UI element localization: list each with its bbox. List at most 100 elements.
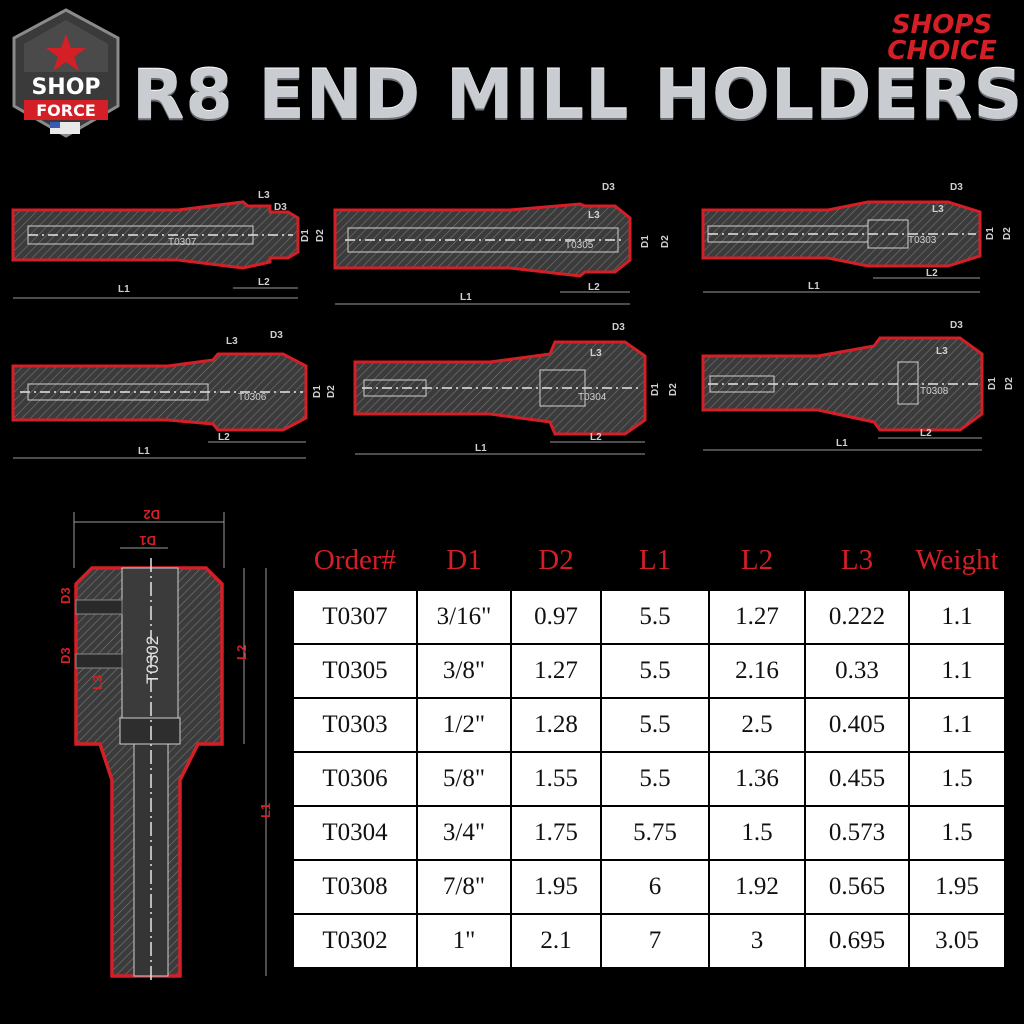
dim-d1: D1: [640, 235, 651, 248]
table-row: T0305 3/8" 1.27 5.5 2.16 0.33 1.1: [292, 643, 1006, 699]
cell-d2: 1.28: [510, 697, 602, 753]
cell-l3: 0.405: [804, 697, 910, 753]
cell-weight: 1.1: [908, 588, 1006, 645]
dim-d3: D3: [602, 182, 615, 193]
dim-l3: L3: [588, 210, 600, 221]
star-icon: [46, 34, 86, 71]
dim-l1: L1: [460, 292, 472, 303]
cell-l1: 5.5: [600, 697, 710, 753]
cell-l1: 6: [600, 859, 710, 915]
cell-l1: 5.5: [600, 751, 710, 807]
dim-l3: L3: [590, 348, 602, 359]
table-row: T0308 7/8" 1.95 6 1.92 0.565 1.95: [292, 859, 1006, 915]
logo-text-force: FORCE: [36, 101, 96, 120]
dim-d2: D2: [668, 383, 679, 396]
dim-d3: D3: [270, 330, 283, 341]
cell-weight: 1.1: [908, 643, 1006, 699]
cell-l2: 1.5: [708, 805, 806, 861]
holder-label: T0302: [143, 636, 162, 684]
table-row: T0306 5/8" 1.55 5.5 1.36 0.455 1.5: [292, 751, 1006, 807]
cell-order: T0302: [292, 913, 418, 969]
cell-order: T0305: [292, 643, 418, 699]
cell-l2: 2.5: [708, 697, 806, 753]
dim-d3-lower: D3: [58, 647, 73, 664]
cell-weight: 1.5: [908, 751, 1006, 807]
table-row: T0307 3/16" 0.97 5.5 1.27 0.222 1.1: [292, 588, 1006, 645]
table-header-row: Order# D1 D2 L1 L2 L3 Weight: [293, 532, 1005, 590]
cell-d2: 1.95: [510, 859, 602, 915]
dim-l1: L1: [118, 284, 130, 295]
shops-choice-line2: CHOICE: [887, 36, 997, 66]
cell-weight: 1.5: [908, 805, 1006, 861]
dim-l2: L2: [926, 268, 938, 279]
dim-d3-upper: D3: [58, 587, 73, 604]
dim-d2: D2: [1004, 377, 1015, 390]
cell-weight: 1.95: [908, 859, 1006, 915]
shops-choice-line1: SHOPS: [891, 10, 993, 40]
dim-d2: D2: [315, 229, 326, 242]
cell-order: T0307: [292, 588, 418, 645]
dim-d2: D2: [326, 385, 337, 398]
col-header-order: Order#: [293, 532, 417, 590]
dim-l2: L2: [588, 282, 600, 293]
cell-l3: 0.695: [804, 913, 910, 969]
cell-l3: 0.33: [804, 643, 910, 699]
holder-label: T0306: [238, 392, 267, 403]
dim-l3: L3: [932, 204, 944, 215]
col-header-d1: D1: [417, 532, 511, 590]
holder-diagram-t0302: D2 D1 T0302 D3 D3 L3 L2 L1: [40, 508, 280, 988]
col-header-l2: L2: [709, 532, 805, 590]
holder-label: T0304: [578, 392, 607, 403]
dim-l1: L1: [836, 438, 848, 449]
dim-d1: D1: [139, 533, 156, 548]
cell-l2: 1.27: [708, 588, 806, 645]
dim-d1: D1: [987, 377, 998, 390]
col-header-weight: Weight: [909, 532, 1005, 590]
dim-d3: D3: [950, 182, 963, 193]
cell-l1: 7: [600, 913, 710, 969]
cell-d2: 1.27: [510, 643, 602, 699]
table-row: T0302 1" 2.1 7 3 0.695 3.05: [292, 913, 1006, 969]
dim-l3: L3: [226, 336, 238, 347]
dim-l1: L1: [475, 443, 487, 454]
cell-d2: 1.55: [510, 751, 602, 807]
holder-diagram-t0305: T0305 L1 L2 L3 D3 D1 D2: [330, 180, 680, 310]
page-title: R8 END MILL HOLDERS: [132, 56, 1024, 135]
holder-diagram-t0308: T0308 L1 L2 L3 D3 D1 D2: [698, 318, 1018, 454]
dim-d3: D3: [612, 322, 625, 333]
cell-l1: 5.5: [600, 643, 710, 699]
cell-d2: 2.1: [510, 913, 602, 969]
cell-l3: 0.222: [804, 588, 910, 645]
cell-d2: 1.75: [510, 805, 602, 861]
cell-l1: 5.5: [600, 588, 710, 645]
dim-d2: D2: [143, 508, 160, 522]
cell-l2: 1.36: [708, 751, 806, 807]
table-row: T0304 3/4" 1.75 5.75 1.5 0.573 1.5: [292, 805, 1006, 861]
holder-diagram-t0307: T0307 L1 L2 L3 D3 D1 D2: [8, 180, 328, 300]
dim-l2: L2: [218, 432, 230, 443]
cell-l1: 5.75: [600, 805, 710, 861]
dim-l2: L2: [920, 428, 932, 439]
cell-weight: 1.1: [908, 697, 1006, 753]
dim-d1: D1: [985, 227, 996, 240]
cell-d1: 3/8": [416, 643, 512, 699]
holder-diagram-t0304: T0304 L1 L2 L3 D3 D1 D2: [350, 318, 690, 460]
dim-d2: D2: [660, 235, 671, 248]
col-header-d2: D2: [511, 532, 601, 590]
cell-order: T0308: [292, 859, 418, 915]
holder-label: T0305: [565, 240, 594, 251]
table-row: T0303 1/2" 1.28 5.5 2.5 0.405 1.1: [292, 697, 1006, 753]
dim-d3: D3: [274, 202, 287, 213]
dim-l1: L1: [808, 281, 820, 292]
cell-l2: 2.16: [708, 643, 806, 699]
col-header-l1: L1: [601, 532, 709, 590]
col-header-l3: L3: [805, 532, 909, 590]
dim-l3: L3: [90, 675, 105, 690]
shops-choice-logo: SHOPS CHOICE: [872, 12, 1012, 68]
shop-force-logo: SHOP FORCE: [10, 8, 122, 140]
dim-d3: D3: [950, 320, 963, 331]
cell-d1: 7/8": [416, 859, 512, 915]
holder-diagram-t0306: T0306 L1 L2 L3 D3 D1 D2: [8, 330, 338, 462]
dim-l3: L3: [258, 190, 270, 201]
logo-text-shop: SHOP: [31, 75, 100, 100]
